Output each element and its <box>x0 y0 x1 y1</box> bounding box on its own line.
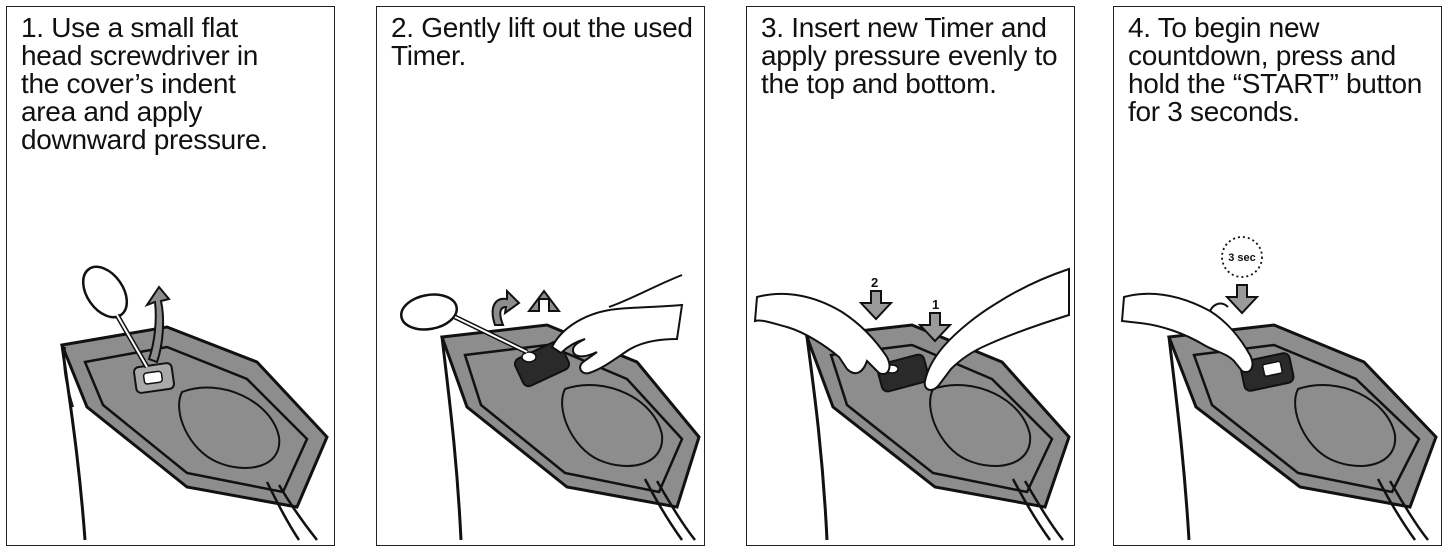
pitcher-lid-illustration: 3 sec <box>1114 7 1442 546</box>
down-arrow-2-icon <box>861 291 891 319</box>
step-panel-3: 3. Insert new Timer and apply pressure e… <box>746 6 1075 546</box>
arrow-1-label: 1 <box>932 297 939 312</box>
step-panel-1: 1. Use a small flat head screwdriver in … <box>6 6 335 546</box>
down-arrow-icon <box>1227 285 1257 313</box>
rotate-arrow-icon <box>493 291 519 325</box>
up-arrow-icon <box>529 291 559 311</box>
pitcher-lid-illustration <box>7 7 335 546</box>
timer-badge-label: 3 sec <box>1228 252 1256 264</box>
pitcher-lid-illustration <box>377 7 705 546</box>
timer-clock-icon: 3 sec <box>1222 237 1262 277</box>
pitcher-lid-illustration: 2 1 <box>747 7 1075 546</box>
step-panel-4: 4. To begin new countdown, press and hol… <box>1113 6 1442 546</box>
arrow-2-label: 2 <box>871 275 878 290</box>
timer-slot <box>133 362 174 393</box>
step-panel-2: 2. Gently lift out the used Timer. <box>376 6 705 546</box>
